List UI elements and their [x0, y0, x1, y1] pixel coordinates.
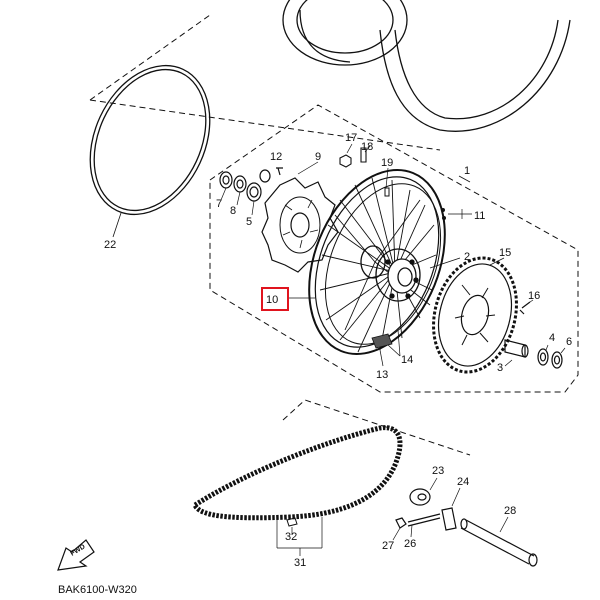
rim-band: [89, 64, 211, 216]
callout-10[interactable]: 10: [266, 294, 278, 306]
drive-chain: [191, 425, 403, 521]
callout-22[interactable]: 22: [104, 239, 116, 251]
highlight-box-part-10: [261, 287, 289, 311]
diagram-code: BAK6100-W320: [58, 584, 137, 596]
wheel-hub: [360, 245, 421, 302]
adjust-bolt: [395, 513, 441, 529]
callout-13[interactable]: 13: [376, 369, 388, 381]
callout-19[interactable]: 19: [381, 157, 393, 169]
wheel-group-frame: [209, 104, 579, 393]
chain-roller: [409, 488, 431, 506]
callout-14[interactable]: 14: [401, 354, 413, 366]
callout-12[interactable]: 12: [270, 151, 282, 163]
callout-28[interactable]: 28: [504, 505, 516, 517]
master-link: [286, 517, 298, 527]
forward-arrow-icon: FWD: [57, 539, 95, 571]
callout-8[interactable]: 8: [230, 205, 236, 217]
callout-2[interactable]: 2: [464, 251, 470, 263]
hub-seals: [219, 169, 271, 202]
spoke-nipples: [441, 208, 446, 220]
callout-4[interactable]: 4: [549, 332, 555, 344]
callout-24[interactable]: 24: [457, 476, 469, 488]
brake-disc: [261, 177, 339, 273]
wheel-axle: [460, 518, 538, 567]
wheel-rim: [308, 169, 446, 355]
sprocket: [432, 256, 518, 374]
callout-16[interactable]: 16: [528, 290, 540, 302]
callout-17[interactable]: 17: [345, 132, 357, 144]
leader-22: [112, 212, 122, 238]
callout-7[interactable]: 7: [216, 198, 222, 210]
callout-6[interactable]: 6: [566, 336, 572, 348]
callout-27[interactable]: 27: [382, 540, 394, 552]
callout-3[interactable]: 3: [497, 362, 503, 374]
callout-26[interactable]: 26: [404, 538, 416, 550]
chain-adjuster: [441, 507, 457, 531]
callout-9[interactable]: 9: [315, 151, 321, 163]
callout-23[interactable]: 23: [432, 465, 444, 477]
callout-18[interactable]: 18: [361, 141, 373, 153]
callout-1[interactable]: 1: [464, 165, 470, 177]
callout-5[interactable]: 5: [246, 216, 252, 228]
callout-11[interactable]: 11: [474, 210, 485, 222]
nut-17-18: [339, 147, 367, 168]
collar: [504, 339, 529, 358]
tire-group-frame: [89, 14, 441, 151]
callout-15[interactable]: 15: [499, 247, 511, 259]
chain-group-frame: [282, 399, 471, 456]
sprocket-seals: [537, 348, 563, 369]
rim-lock: [371, 333, 393, 349]
callout-32[interactable]: 32: [285, 531, 297, 543]
callout-31[interactable]: 31: [294, 557, 306, 569]
tire-drawing: [282, 0, 571, 132]
